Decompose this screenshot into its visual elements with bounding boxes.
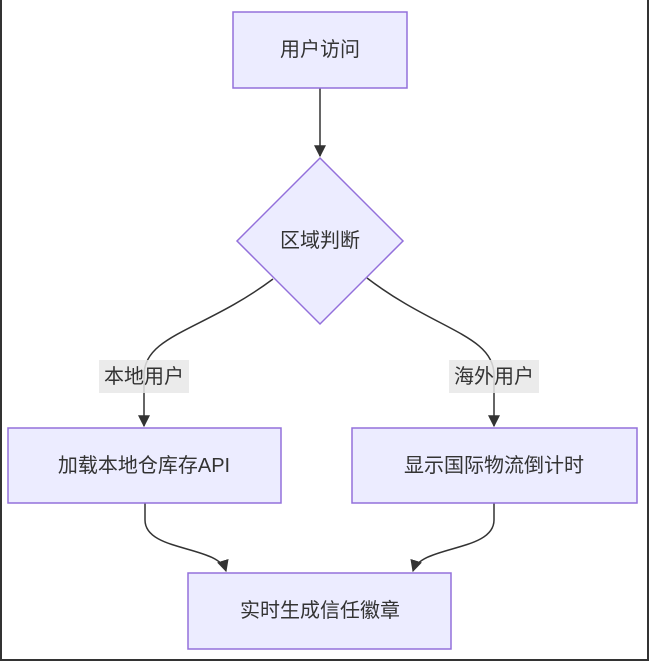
- node-decision: 区域判断: [235, 156, 405, 326]
- node-local: 加载本地仓库存API: [7, 427, 282, 504]
- edge-label-overseas-text: 海外用户: [454, 365, 534, 388]
- node-overseas: 显示国际物流倒计时: [351, 427, 638, 504]
- node-local-label: 加载本地仓库存API: [58, 454, 230, 477]
- edge-overseas-to-badge: [410, 503, 495, 573]
- edge-local-to-badge: [144, 503, 229, 573]
- node-decision-label: 区域判断: [280, 229, 360, 252]
- edge-decision-to-local: [138, 278, 274, 428]
- edge-decision-to-overseas: [366, 277, 500, 428]
- node-badge-label: 实时生成信任徽章: [240, 599, 400, 622]
- edge-label-local-text: 本地用户: [104, 365, 184, 388]
- node-start-label: 用户访问: [280, 38, 360, 61]
- node-badge: 实时生成信任徽章: [187, 572, 452, 650]
- edge-label-overseas: 海外用户: [449, 360, 539, 393]
- edge-label-local: 本地用户: [99, 360, 189, 393]
- node-overseas-label: 显示国际物流倒计时: [404, 454, 584, 477]
- node-start: 用户访问: [232, 11, 408, 89]
